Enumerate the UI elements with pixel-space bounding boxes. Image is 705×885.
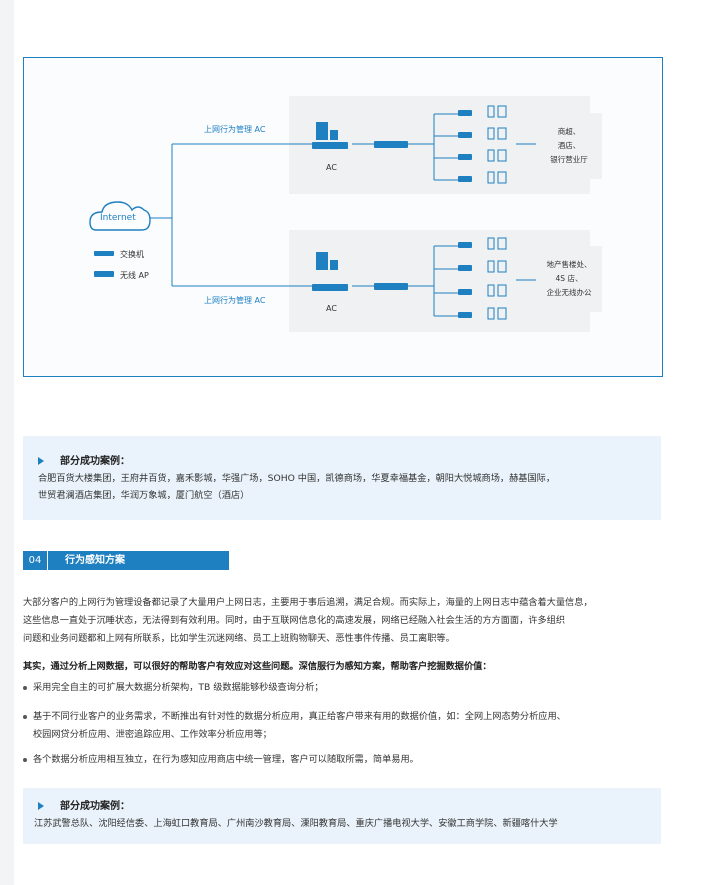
triangle-bullet-icon bbox=[38, 457, 44, 465]
top-target-panel bbox=[536, 113, 602, 179]
bold-statement: 其实，通过分析上网数据，可以很好的帮助客户有效应对这些问题。深信服行为感知方案，… bbox=[23, 661, 492, 672]
bullet-dot-icon bbox=[23, 757, 27, 762]
top-target-label: 商超、 酒店、 银行营业厅 bbox=[550, 127, 588, 164]
internet-label: Internet bbox=[100, 213, 136, 223]
case-box-2 bbox=[23, 788, 661, 844]
legend-switch-icon bbox=[94, 251, 114, 256]
bullet-item-2: 基于不同行业客户的业务需求，不断推出有针对性的数据分析应用，真正给客户带来有用的… bbox=[23, 708, 668, 744]
top-client-device-icons bbox=[487, 105, 507, 184]
case-2-text: 江苏武警总队、沈阳经信委、上海虹口教育局、广州南沙教育局、溧阳教育局、重庆广播电… bbox=[34, 818, 558, 829]
bottom-ac-label: AC bbox=[326, 304, 337, 313]
case-2-title: 部分成功案例： bbox=[38, 797, 130, 812]
bottom-target-label: 地产售楼处、 4S 店、 企业无线办公 bbox=[546, 260, 592, 297]
legend-ap-label: 无线 AP bbox=[120, 271, 149, 280]
bottom-target-panel bbox=[536, 246, 602, 312]
case-1-text: 合肥百货大楼集团，王府井百货，嘉禾影城，华强广场，SOHO 中国，凯德商场，华夏… bbox=[38, 473, 556, 501]
internet-cloud-icon bbox=[89, 201, 151, 231]
top-ac-label: AC bbox=[326, 163, 337, 172]
bottom-ac-panel bbox=[289, 230, 447, 332]
diagram-graphics bbox=[89, 96, 602, 332]
trunk-lines bbox=[150, 113, 536, 317]
case-box-1 bbox=[23, 436, 661, 520]
bottom-switch-icon bbox=[374, 283, 408, 290]
bottom-ac-device-icon bbox=[312, 252, 348, 291]
bullet-dot-icon bbox=[23, 685, 27, 690]
bottom-link-label: 上网行为管理 AC bbox=[204, 296, 266, 305]
page-margin-strip bbox=[0, 0, 14, 885]
bottom-client-device-icons bbox=[487, 237, 507, 320]
intro-paragraph: 大部分客户的上网行为管理设备都记录了大量用户上网日志，主要用于事后追溯，满足合规… bbox=[23, 597, 593, 644]
top-ap-icons bbox=[458, 110, 472, 182]
bottom-ap-icons bbox=[458, 242, 472, 318]
top-ac-device-icon bbox=[312, 122, 348, 149]
section-header: 04 行为感知方案 bbox=[23, 551, 229, 570]
bullet-item-1: 采用完全自主的可扩展大数据分析架构，TB 级数据能够秒级查询分析； bbox=[23, 679, 668, 697]
bullet-item-3: 各个数据分析应用相互独立，在行为感知应用商店中统一管理，客户可以随取所需，简单易… bbox=[23, 751, 668, 769]
network-diagram: Internet 交换机 无线 AP 上网行为管理 AC 上网行为管理 AC A… bbox=[23, 57, 663, 377]
bullet-dot-icon bbox=[23, 714, 27, 719]
case-1-title: 部分成功案例： bbox=[38, 452, 130, 467]
section-title: 行为感知方案 bbox=[65, 555, 125, 566]
triangle-bullet-icon bbox=[38, 802, 44, 810]
top-switch-icon bbox=[374, 141, 408, 148]
legend-ap-icon bbox=[94, 271, 114, 277]
legend-switch-label: 交换机 bbox=[120, 250, 144, 259]
section-number: 04 bbox=[23, 551, 48, 570]
top-link-label: 上网行为管理 AC bbox=[204, 125, 266, 134]
